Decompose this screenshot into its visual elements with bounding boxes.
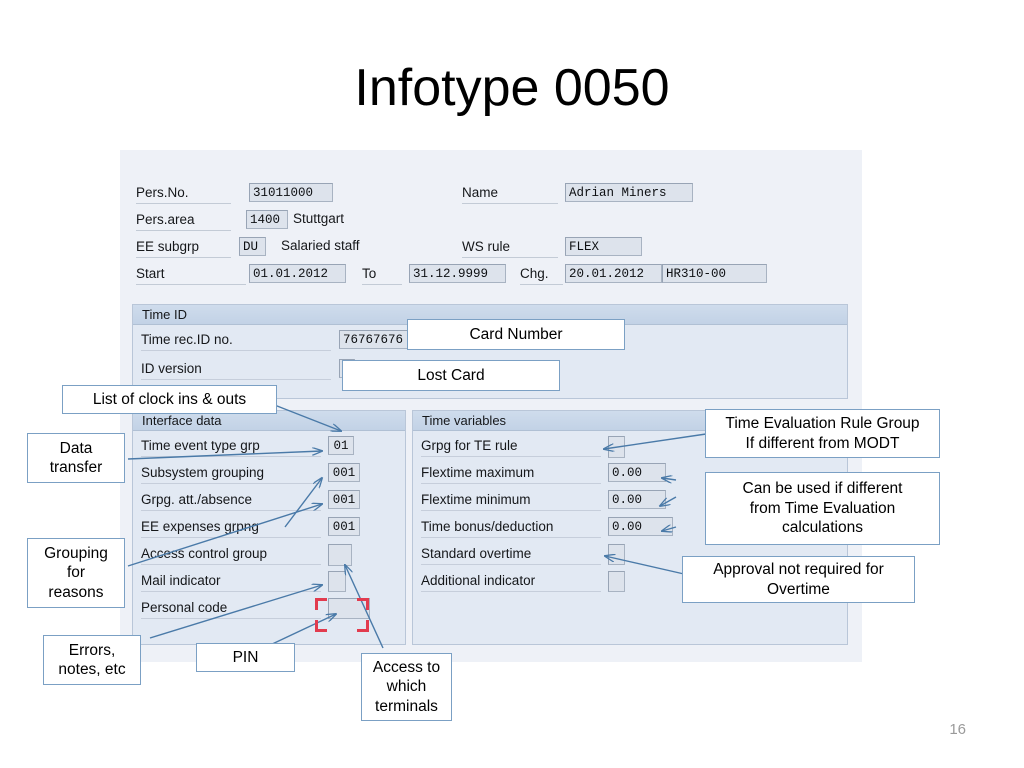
- personal-code-label: Personal code: [141, 599, 321, 619]
- standard-overtime-label: Standard overtime: [421, 545, 601, 565]
- callout-access-terminals: Access to which terminals: [361, 653, 452, 721]
- callout-te-rule-group: Time Evaluation Rule Group If different …: [705, 409, 940, 458]
- callout-pin: PIN: [196, 643, 295, 672]
- pers-area-label: Pers.area: [136, 211, 231, 231]
- flextime-minimum-field[interactable]: 0.00: [608, 490, 666, 509]
- standard-overtime-field[interactable]: [608, 544, 625, 565]
- id-version-label: ID version: [141, 360, 331, 380]
- access-control-group-field[interactable]: [328, 544, 352, 566]
- time-event-type-grp-label: Time event type grp: [141, 437, 321, 457]
- time-bonus-deduction-field[interactable]: 0.00: [608, 517, 673, 536]
- pers-no-field[interactable]: 31011000: [249, 183, 333, 202]
- time-event-type-grp-row: Time event type grp 01: [141, 434, 391, 461]
- ee-subgrp-label: EE subgrp: [136, 238, 231, 258]
- chg-user-field[interactable]: HR310-00: [662, 264, 767, 283]
- callout-errors-notes: Errors, notes, etc: [43, 635, 141, 685]
- subsystem-grouping-field[interactable]: 001: [328, 463, 360, 482]
- grpg-te-rule-row: Grpg for TE rule: [421, 434, 671, 461]
- flextime-minimum-row: Flextime minimum 0.00: [421, 488, 671, 515]
- ws-rule-field[interactable]: FLEX: [565, 237, 642, 256]
- time-rec-id-label: Time rec.ID no.: [141, 331, 331, 351]
- personal-code-selection-brackets: [315, 598, 369, 632]
- chg-label: Chg.: [520, 265, 563, 285]
- pers-area-field[interactable]: 1400: [246, 210, 288, 229]
- start-field[interactable]: 01.01.2012: [249, 264, 346, 283]
- name-field[interactable]: Adrian Miners: [565, 183, 693, 202]
- flextime-maximum-label: Flextime maximum: [421, 464, 601, 484]
- standard-overtime-row: Standard overtime: [421, 542, 671, 569]
- ee-subgrp-field[interactable]: DU: [239, 237, 266, 256]
- time-rec-id-row: Time rec.ID no. 76767676: [141, 328, 831, 355]
- callout-different-te-calc: Can be used if different from Time Evalu…: [705, 472, 940, 545]
- grpg-te-rule-label: Grpg for TE rule: [421, 437, 601, 457]
- page-number: 16: [949, 721, 966, 738]
- additional-indicator-row: Additional indicator: [421, 569, 671, 596]
- ws-rule-label: WS rule: [462, 238, 558, 258]
- time-rec-id-field[interactable]: 76767676: [339, 330, 416, 349]
- mail-indicator-label: Mail indicator: [141, 572, 321, 592]
- to-field[interactable]: 31.12.9999: [409, 264, 506, 283]
- subsystem-grouping-label: Subsystem grouping: [141, 464, 321, 484]
- ee-expenses-grpng-label: EE expenses grpng: [141, 518, 321, 538]
- flextime-minimum-label: Flextime minimum: [421, 491, 601, 511]
- flextime-maximum-row: Flextime maximum 0.00: [421, 461, 671, 488]
- flextime-maximum-field[interactable]: 0.00: [608, 463, 666, 482]
- callout-grouping-reasons: Grouping for reasons: [27, 538, 125, 608]
- mail-indicator-row: Mail indicator: [141, 569, 391, 596]
- start-label: Start: [136, 265, 246, 285]
- grpg-att-absence-field[interactable]: 001: [328, 490, 360, 509]
- access-control-group-row: Access control group: [141, 542, 391, 569]
- access-control-group-label: Access control group: [141, 545, 321, 565]
- callout-data-transfer: Data transfer: [27, 433, 125, 483]
- time-bonus-deduction-row: Time bonus/deduction 0.00: [421, 515, 673, 542]
- additional-indicator-label: Additional indicator: [421, 572, 601, 592]
- mail-indicator-field[interactable]: [328, 571, 346, 592]
- sap-header-block: Pers.No. 31011000 Name Adrian Miners Per…: [128, 164, 854, 285]
- callout-card-number: Card Number: [407, 319, 625, 350]
- ee-expenses-grpng-field[interactable]: 001: [328, 517, 360, 536]
- time-event-type-grp-field[interactable]: 01: [328, 436, 354, 455]
- callout-clock-ins-outs: List of clock ins & outs: [62, 385, 277, 414]
- subsystem-grouping-row: Subsystem grouping 001: [141, 461, 391, 488]
- grpg-att-absence-label: Grpg. att./absence: [141, 491, 321, 511]
- ee-subgrp-text: Salaried staff: [281, 238, 360, 253]
- time-bonus-deduction-label: Time bonus/deduction: [421, 518, 601, 538]
- grpg-att-absence-row: Grpg. att./absence 001: [141, 488, 391, 515]
- interface-data-group-title: Interface data: [133, 411, 405, 431]
- pers-area-text: Stuttgart: [293, 211, 345, 226]
- to-label: To: [362, 265, 402, 285]
- page-title: Infotype 0050: [354, 59, 670, 117]
- callout-approval-overtime: Approval not required for Overtime: [682, 556, 915, 603]
- pers-no-label: Pers.No.: [136, 184, 231, 204]
- callout-lost-card: Lost Card: [342, 360, 560, 391]
- grpg-te-rule-field[interactable]: [608, 436, 625, 458]
- additional-indicator-field[interactable]: [608, 571, 625, 592]
- ee-expenses-grpng-row: EE expenses grpng 001: [141, 515, 391, 542]
- chg-date-field[interactable]: 20.01.2012: [565, 264, 662, 283]
- name-label: Name: [462, 184, 558, 204]
